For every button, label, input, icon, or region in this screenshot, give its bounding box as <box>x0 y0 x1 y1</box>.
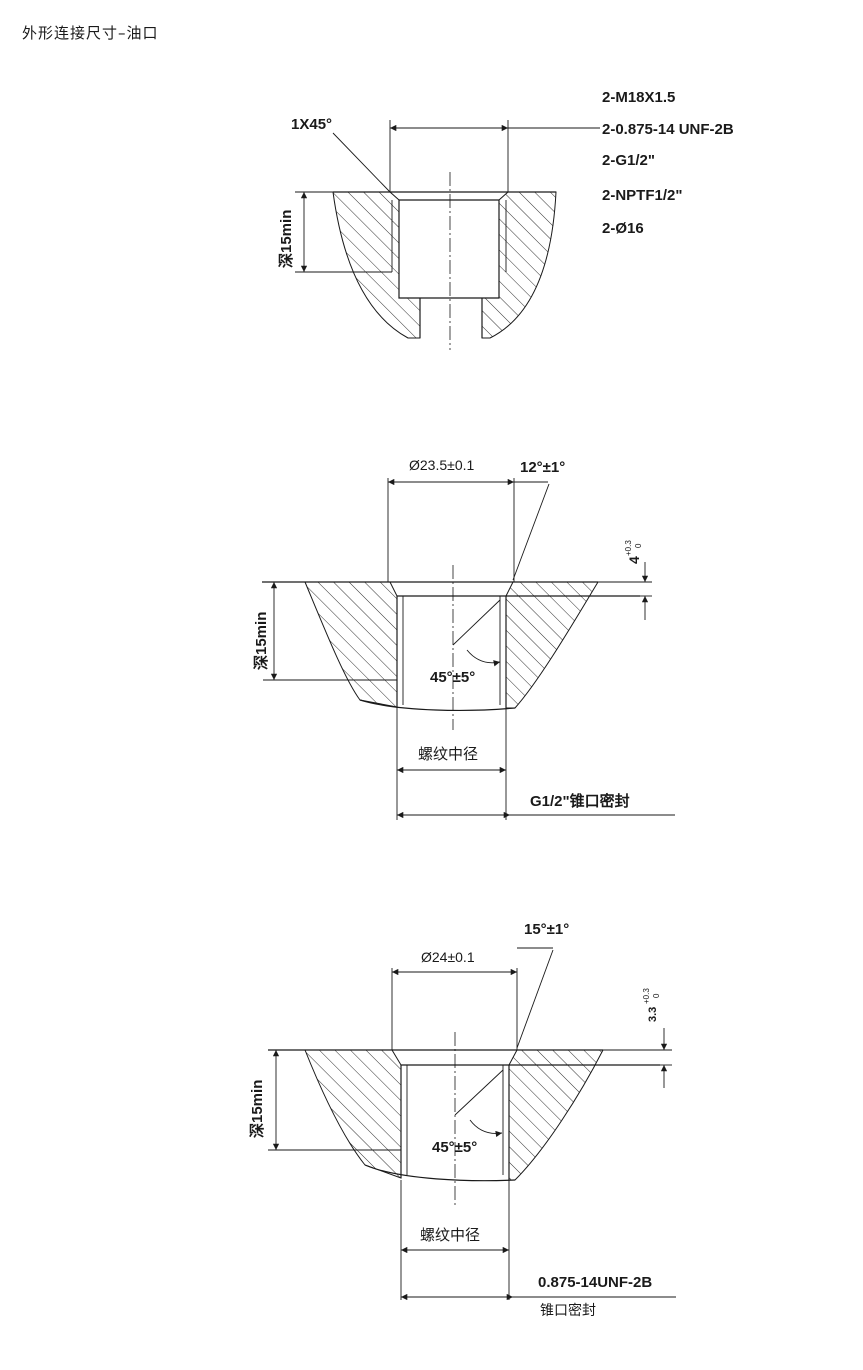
port-diagram-2: Ø23.5±0.1 12°±1° 45°±5° 深15min 4 +0.3 0 … <box>252 457 675 820</box>
thread-label-2: 螺纹中径 <box>418 746 478 763</box>
depth-label-1: 深15min <box>277 210 295 268</box>
port-size-2: 2-0.875-14 UNF-2B <box>602 121 734 138</box>
cone-angle-label-3: 45°±5° <box>432 1139 477 1156</box>
tolerance-lower-2: 0 <box>634 543 643 548</box>
angle-label-2: 12°±1° <box>520 459 565 476</box>
port-size-4: 2-NPTF1/2" <box>602 187 682 204</box>
body-section-left <box>304 1049 402 1179</box>
diameter-label-3: Ø24±0.1 <box>421 949 475 965</box>
body-section-left <box>304 581 398 708</box>
body-section-right <box>505 581 599 709</box>
cone-angle-label-2: 45°±5° <box>430 669 475 686</box>
tolerance-upper-2: +0.3 <box>624 540 633 556</box>
thread-label-3: 螺纹中径 <box>420 1227 480 1244</box>
tolerance-lower-3: 0 <box>652 993 661 998</box>
port-size-5: 2-Ø16 <box>602 220 644 237</box>
port-size-1: 2-M18X1.5 <box>602 89 675 106</box>
diameter-label-2: Ø23.5±0.1 <box>409 457 474 473</box>
body-section-right <box>481 191 557 339</box>
port-size-3: 2-G1/2" <box>602 152 655 169</box>
angle-label-3: 15°±1° <box>524 921 569 938</box>
seal-label-3: 0.875-14UNF-2B <box>538 1274 652 1291</box>
seal-sublabel-3: 锥口密封 <box>540 1302 596 1318</box>
tolerance-upper-3: +0.3 <box>642 988 651 1004</box>
page-title: 外形连接尺寸–油口 <box>22 24 159 42</box>
seal-label-2: G1/2"锥口密封 <box>530 792 630 810</box>
port-diagram-3: Ø24±0.1 15°±1° 45°±5° 深15min 3.3 +0.3 0 … <box>248 921 676 1318</box>
chamfer-label: 1X45° <box>291 116 332 133</box>
port-diagram-1: 1X45° 深15min 2-M18X1.5 2-0.875-14 UNF-2B… <box>277 89 734 350</box>
body-section-left <box>332 191 421 339</box>
tolerance-value-3: 3.3 <box>647 1007 659 1022</box>
depth-label-2: 深15min <box>252 612 270 670</box>
tolerance-value-2: 4 <box>626 556 642 564</box>
depth-label-3: 深15min <box>248 1080 266 1138</box>
body-section-right <box>508 1049 604 1181</box>
